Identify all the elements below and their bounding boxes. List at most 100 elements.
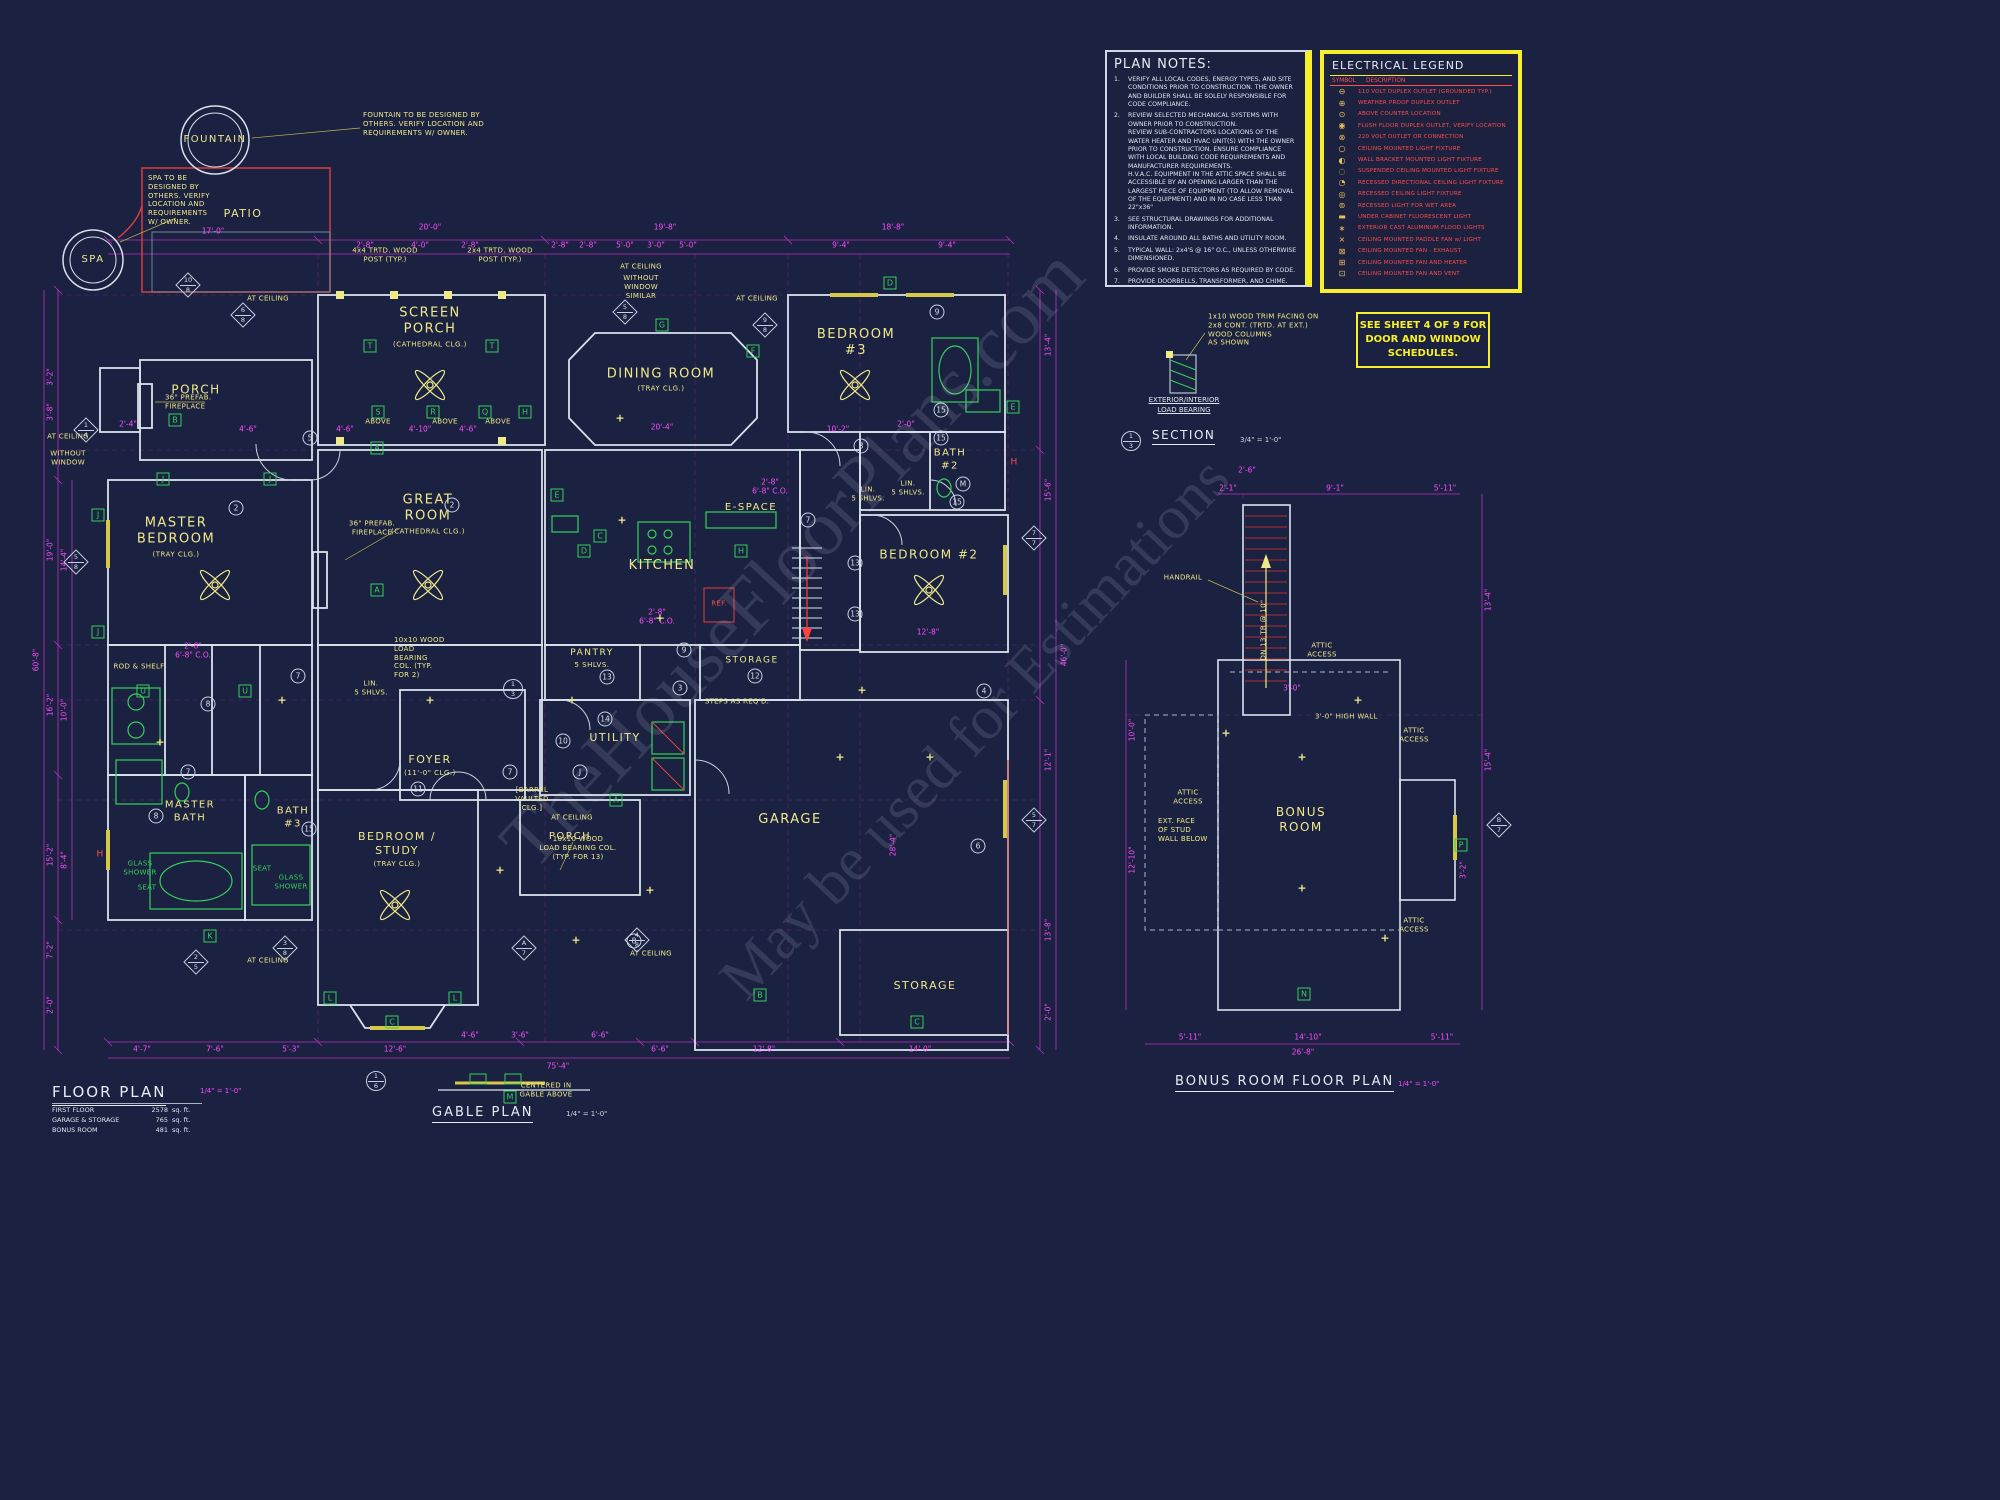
window-door-tag: P (1454, 838, 1468, 852)
room-label: PORCH (548, 830, 592, 842)
reference-tag: 5 (302, 430, 318, 446)
plan-note: LIN. 5 SHLVS. (354, 679, 388, 696)
plan-note: DN 13 TR @ 10" (1259, 599, 1268, 661)
plan-note: GLASS SHOWER (274, 873, 308, 890)
dimension-label: 12'-8" (752, 1044, 776, 1054)
plan-note: [BARREL VAULTED CLG.] (515, 785, 549, 812)
window-door-tag: F (746, 344, 760, 358)
window-door-tag: T (363, 339, 377, 353)
plan-note-item: 1.VERIFY ALL LOCAL CODES, ENERGY TYPES, … (1114, 76, 1298, 109)
room-label: MASTER BEDROOM(TRAY CLG.) (136, 515, 216, 558)
plan-notes-list: 1.VERIFY ALL LOCAL CODES, ENERGY TYPES, … (1114, 76, 1298, 286)
dimension-label: 5'-11" (1178, 1032, 1202, 1042)
plan-note-item: 6.PROVIDE SMOKE DETECTORS AS REQUIRED BY… (1114, 267, 1298, 275)
dimension-label: 2'-0" (45, 996, 55, 1014)
plan-note: ATTIC ACCESS (1173, 788, 1203, 805)
reference-tag: 13 (599, 669, 615, 685)
electrical-legend-list: ⊖110 VOLT DUPLEX OUTLET (GROUNDED TYP.)⊕… (1330, 86, 1512, 280)
wood-posts (336, 291, 506, 445)
plan-note: HANDRAIL (1163, 573, 1203, 582)
reference-tag: 8 (148, 808, 164, 824)
above-counter-outlet-icon: ⊙ (1338, 109, 1346, 119)
dimension-label: 4'-6" (461, 1030, 479, 1040)
plan-note-text: TYPICAL WALL: 2x4'S @ 16" O.C., UNLESS O… (1128, 246, 1297, 263)
window-door-tag: B (753, 988, 767, 1002)
light-symbol: + (1297, 750, 1307, 764)
light-symbol: + (1221, 726, 1231, 740)
reference-tag: 7 (290, 668, 306, 684)
gable-plan-scale: 1/4" = 1'-0" (566, 1110, 608, 1118)
plan-note: CENTERED IN GABLE ABOVE (519, 1081, 573, 1098)
load-bearing-label: EXTERIOR/INTERIOR LOAD BEARING (1146, 396, 1222, 416)
room-label: PORCH (171, 382, 221, 397)
room-label: STORAGE (893, 979, 957, 993)
plan-note: ATTIC ACCESS (1399, 726, 1429, 743)
plan-note: 10x10 WOOD LOAD BEARING COL. (TYP. FOR 2… (394, 636, 445, 680)
plan-note-number: 2. (1114, 112, 1120, 120)
plan-note: WITHOUT WINDOW (50, 449, 86, 466)
legend-row: ⊞CEILING MOUNTED FAN AND HEATER (1330, 257, 1512, 268)
plan-note: FOUNTAIN TO BE DESIGNED BY OTHERS. VERIF… (363, 110, 485, 137)
plan-note: ATTIC ACCESS (1399, 916, 1429, 933)
light-symbol: + (155, 735, 165, 749)
dimension-label: 3'-2" (45, 368, 55, 386)
legend-row: ◐WALL BRACKET MOUNTED LIGHT FIXTURE (1330, 154, 1512, 165)
room-label: FOUNTAIN (183, 133, 247, 145)
room-label: BEDROOM #3 (816, 326, 896, 358)
reference-tag: 2 (444, 497, 460, 513)
fixtures (111, 337, 1001, 910)
window-door-tag: C (385, 1015, 399, 1029)
dimension-label: 13'-4" (1483, 588, 1493, 612)
dimension-label: 14'-0" (908, 1044, 932, 1054)
dimension-label: 26'-8" (1291, 1047, 1315, 1057)
dimension-label: 2'-8" 6'-8" C.O. (175, 641, 211, 660)
plan-note: AT CEILING (736, 294, 778, 303)
load-bearing-detail-drawing (1166, 351, 1197, 394)
plan-note-text: REVIEW SELECTED MECHANICAL SYSTEMS WITH … (1128, 112, 1295, 212)
room-label: STORAGE (725, 655, 779, 666)
red-accents (651, 587, 1009, 1035)
room-label: SPA (81, 253, 105, 265)
window-door-tag: J (156, 472, 170, 486)
dimension-label: 9'-4" (832, 240, 850, 250)
plan-note-item: 2. REVIEW SELECTED MECHANICAL SYSTEMS WIT… (1114, 112, 1298, 212)
legend-label: RECESSED DIRECTIONAL CEILING LIGHT FIXTU… (1358, 179, 1504, 186)
under-cabinet-light-icon: ▬ (1338, 212, 1346, 222)
legend-label: UNDER CABINET FLUORESCENT LIGHT (1358, 213, 1472, 220)
plan-note: 3'-0" HIGH WALL (1315, 712, 1378, 721)
plan-note: 1x10 WOOD TRIM FACING ON 2x8 CONT. (TRTD… (1208, 312, 1319, 347)
dimension-label: 12'-6" (383, 1044, 407, 1054)
legend-row: ×CEILING MOUNTED PADDLE FAN w/ LIGHT (1330, 234, 1512, 245)
dimension-label: 17'-0" (201, 226, 225, 236)
dimension-label: 3'-0" (1283, 683, 1301, 693)
dimension-lines (43, 235, 1483, 1059)
electrical-legend-header: SYMBOL DESCRIPTION (1330, 76, 1512, 86)
light-symbol: + (567, 693, 577, 707)
reference-tag: 7 (800, 512, 816, 528)
plan-note-item: 3.SEE STRUCTURAL DRAWINGS FOR ADDITIONAL… (1114, 216, 1298, 233)
room-label: BEDROOM / STUDY(TRAY CLG.) (357, 829, 437, 868)
area-value: 2578 (151, 1106, 168, 1114)
section-title: SECTION (1152, 428, 1216, 445)
reference-tag: 11 (410, 781, 426, 797)
legend-label: CEILING MOUNTED FAN AND HEATER (1358, 259, 1468, 266)
window-door-tag: J (91, 508, 105, 522)
load-bearing-line1: EXTERIOR/INTERIOR (1148, 396, 1220, 404)
legend-label: 110 VOLT DUPLEX OUTLET (GROUNDED TYP.) (1358, 88, 1492, 95)
legend-symbol-column: SYMBOL (1332, 78, 1356, 84)
plan-note: LIN. 5 SHLVS. (891, 479, 925, 496)
plan-note: 36" PREFAB. FIREPLACE (165, 393, 212, 410)
gable-plan-title: GABLE PLAN (432, 1105, 534, 1123)
walls (99, 294, 1009, 1051)
